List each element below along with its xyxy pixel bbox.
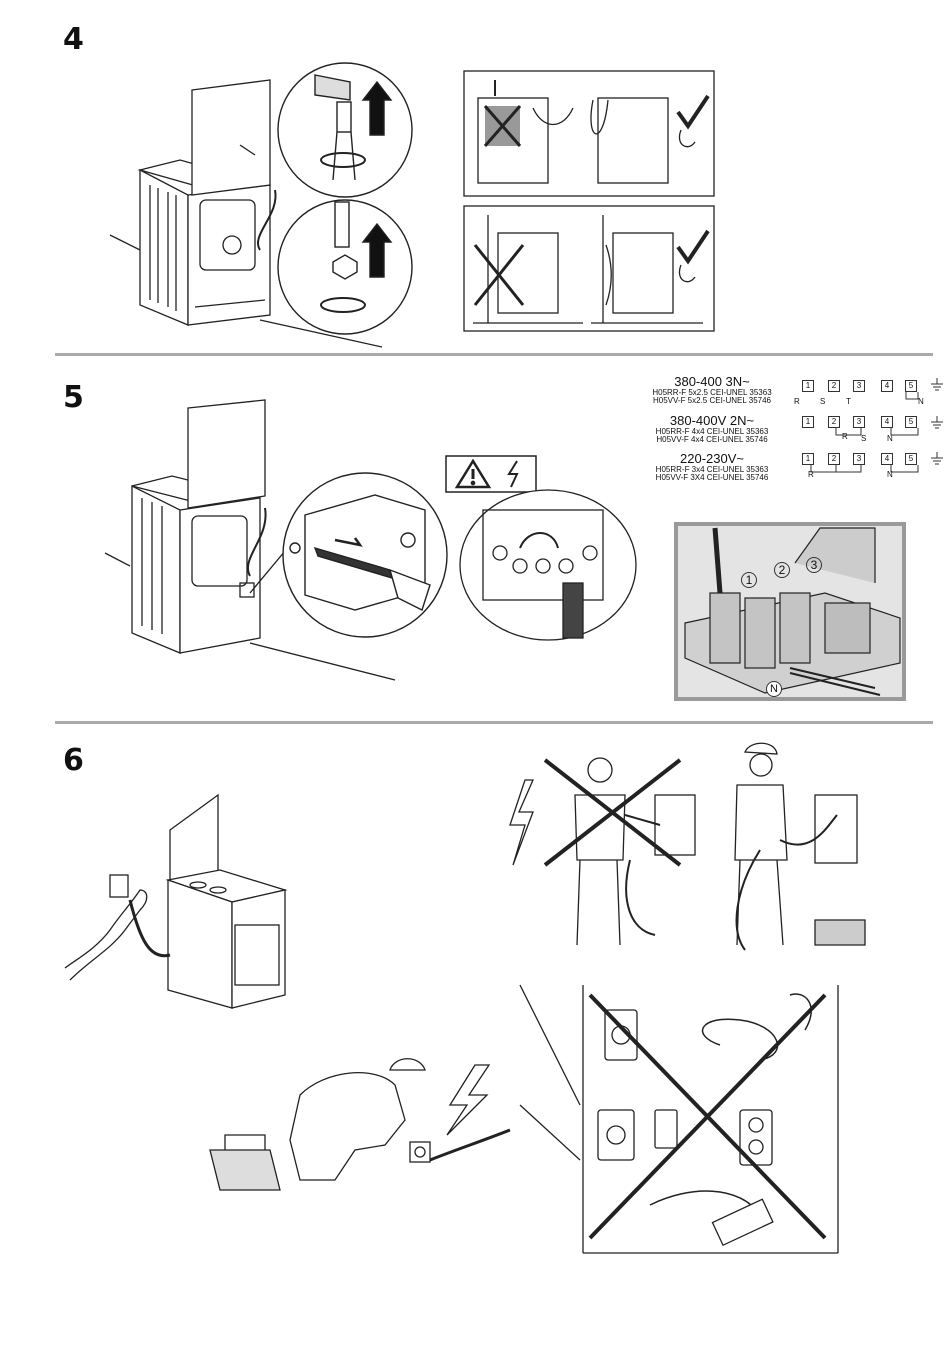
correct-connection-electrician [715,740,875,960]
wiring-option-2n: 380-400V 2N~ H05RR-F 4x4 CEI-UNEL 35363 … [636,414,788,444]
incorrect-connection-illustration [505,750,705,955]
callout-1: 1 [741,572,757,588]
step-number-4: 4 [63,22,84,57]
hose-connection-detail-top [275,60,415,200]
callout-2: 2 [774,562,790,578]
terminal-cover-removal-detail [280,470,450,640]
callout-neutral: N [766,681,782,697]
voltage-label: 220-230V~ [636,452,788,466]
terminal-jumpers [793,375,948,485]
hose-routing-diagram-bottom [463,205,715,332]
terminal-block-detail [458,488,638,643]
terminal-block-photo [675,523,905,700]
hose-routing-diagram-top [463,70,715,197]
section-divider [55,721,933,724]
no-adapters-extensions-panel [520,985,842,1255]
wiring-option-3n: 380-400 3N~ H05RR-F 5x2.5 CEI-UNEL 35363… [636,375,788,405]
step-number-5: 5 [63,380,84,415]
wiring-option-single-phase: 220-230V~ H05RR-F 3x4 CEI-UNEL 35363 H05… [636,452,788,482]
hose-connection-detail-bottom [275,197,415,337]
step-number-6: 6 [63,743,84,778]
voltage-label: 380-400 3N~ [636,375,788,389]
cable-spec: H05VV-F 5x2.5 CEI-UNEL 35746 [636,397,788,405]
electrician-installing-socket [205,1050,525,1200]
cable-spec: H05VV-F 3X4 CEI-UNEL 35746 [636,474,788,482]
voltage-label: 380-400V 2N~ [636,414,788,428]
earth-icon [930,378,944,478]
plug-insertion-illustration [70,790,300,1015]
callout-3: 3 [806,557,822,573]
cable-spec: H05VV-F 4x4 CEI-UNEL 35746 [636,436,788,444]
